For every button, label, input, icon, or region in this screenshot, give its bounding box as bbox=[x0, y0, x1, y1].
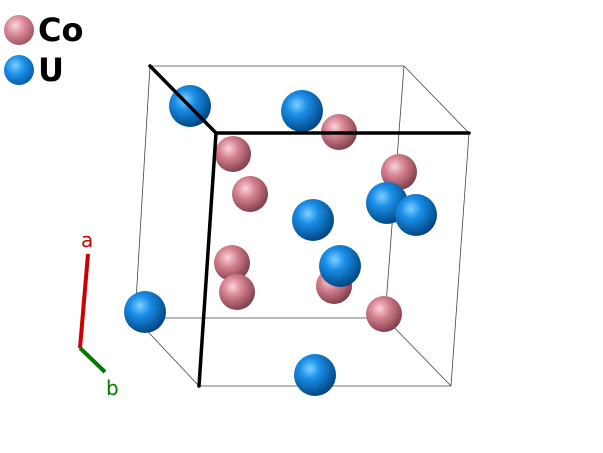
orientation-axes bbox=[78, 253, 107, 374]
cobalt-atom[interactable] bbox=[366, 296, 402, 332]
atoms bbox=[124, 85, 437, 396]
cobalt-atom[interactable] bbox=[215, 136, 251, 172]
legend-item-u: U bbox=[4, 50, 83, 90]
cobalt-atom[interactable] bbox=[232, 176, 268, 212]
uranium-atom[interactable] bbox=[319, 245, 361, 287]
legend-label-co: Co bbox=[38, 11, 84, 49]
uranium-atom[interactable] bbox=[292, 199, 334, 241]
uranium-atom[interactable] bbox=[395, 194, 437, 236]
unit-cell-axes-edges bbox=[148, 64, 471, 388]
cobalt-atom[interactable] bbox=[214, 245, 250, 281]
legend-item-co: Co bbox=[4, 10, 83, 50]
uranium-atom[interactable] bbox=[281, 90, 323, 132]
uranium-atom[interactable] bbox=[124, 291, 166, 333]
cobalt-atom[interactable] bbox=[381, 154, 417, 190]
uranium-atom[interactable] bbox=[294, 354, 336, 396]
axis-b-line bbox=[78, 346, 107, 374]
legend-label-u: U bbox=[38, 51, 64, 89]
axis-a-line bbox=[78, 253, 90, 349]
legend: Co U bbox=[4, 10, 83, 90]
cobalt-atom-icon bbox=[4, 15, 34, 45]
uranium-atom-icon bbox=[4, 55, 34, 85]
cobalt-atom[interactable] bbox=[219, 274, 255, 310]
axis-a-label: a bbox=[81, 228, 94, 252]
axis-b-label: b bbox=[106, 376, 119, 400]
